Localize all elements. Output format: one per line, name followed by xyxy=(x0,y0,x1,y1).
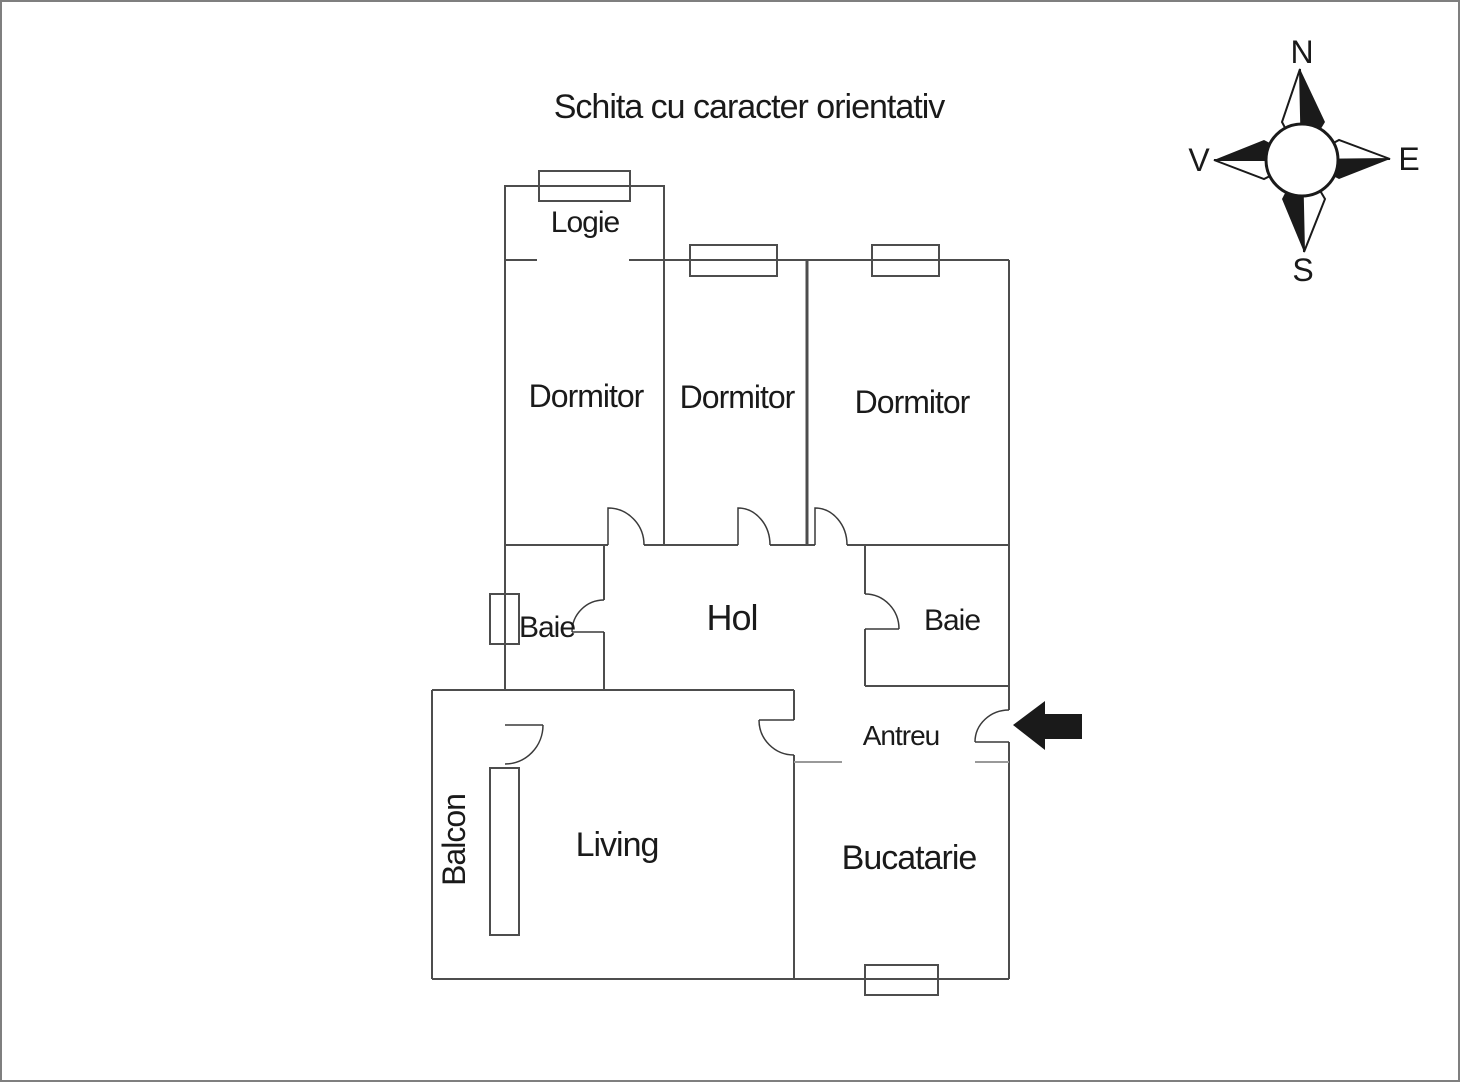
door-balcon xyxy=(504,724,544,765)
entrance-arrow-icon xyxy=(1013,701,1082,750)
room-label-baie-right: Baie xyxy=(923,604,981,637)
wall-logie-outline xyxy=(504,185,665,260)
door-dormitor3 xyxy=(814,507,848,546)
window-dormitor3 xyxy=(871,244,940,277)
compass-label-south: S xyxy=(1292,252,1314,288)
room-label-antreu: Antreu xyxy=(862,720,940,751)
windows-group xyxy=(489,170,940,996)
room-label-baie-left: Baie xyxy=(518,611,576,644)
room-label-logie: Logie xyxy=(550,206,620,239)
room-label-living: Living xyxy=(575,826,660,864)
room-label-dormitor-2: Dormitor xyxy=(679,379,796,415)
room-label-dormitor-3: Dormitor xyxy=(854,384,971,420)
compass-center-circle xyxy=(1264,122,1340,198)
compass-label-east: E xyxy=(1398,141,1420,177)
doors-group xyxy=(504,507,1010,765)
door-dormitor2 xyxy=(737,507,771,546)
compass-rose-icon xyxy=(1213,68,1391,253)
window-logie xyxy=(538,170,631,202)
door-entrance xyxy=(974,709,1010,743)
window-balcon xyxy=(489,767,520,936)
room-label-balcon: Balcon xyxy=(436,794,472,886)
door-baie-left xyxy=(571,599,605,633)
window-baie-left xyxy=(489,593,520,645)
window-dormitor2 xyxy=(689,244,778,277)
room-label-dormitor-1: Dormitor xyxy=(528,378,645,414)
compass-label-north: N xyxy=(1290,34,1314,70)
door-dormitor1 xyxy=(607,507,645,546)
door-baie-right xyxy=(864,593,900,630)
room-label-hol: Hol xyxy=(706,597,758,638)
walls-group xyxy=(431,185,1010,980)
window-bucatarie xyxy=(864,964,939,996)
page-title: Schita cu caracter orientativ xyxy=(553,88,946,126)
room-label-bucatarie: Bucatarie xyxy=(841,839,978,877)
door-living xyxy=(758,719,795,756)
compass-label-west: V xyxy=(1188,142,1210,178)
